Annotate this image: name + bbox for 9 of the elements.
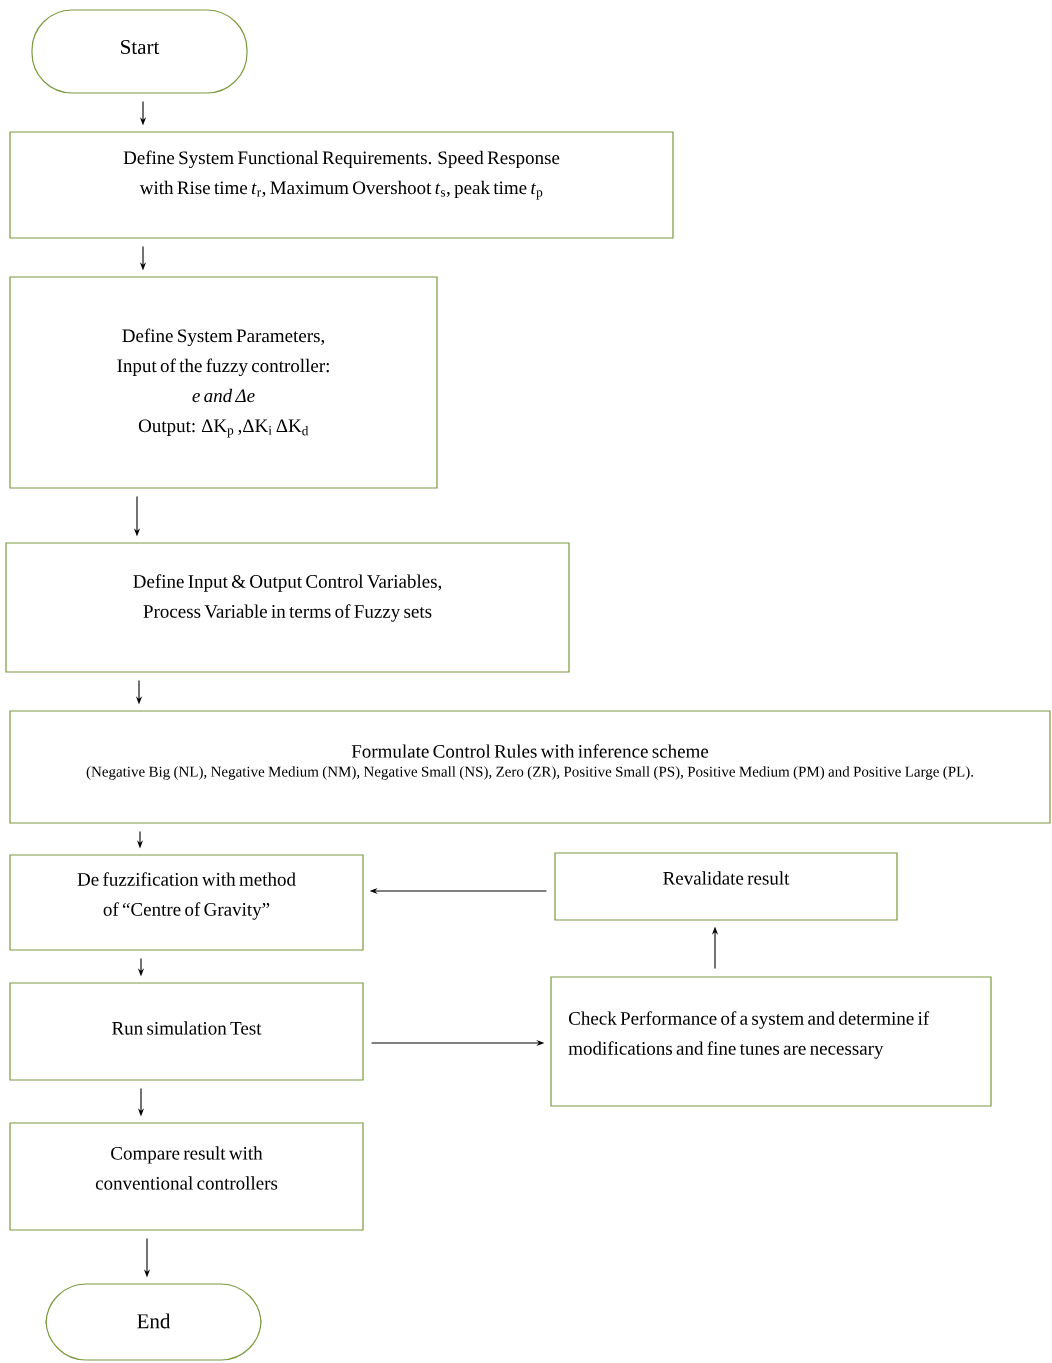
process-box: Define System Functional Requirements. Speed Response with Rise time t$_{r}$, Maximum Overshoot t$_{s}$, peak time t$_{p}$ — [9, 131, 674, 239]
process-box: Compare result with conventional controllers — [9, 1122, 364, 1231]
process-box: Check Performance of a system and determine if modifications and fine tunes are necessary — [550, 976, 992, 1107]
process-box: Define System Parameters, Input of the fuzzy controller: e and Δe Output: ΔK$_{p}$ ,ΔK$_{i}$ ΔK$_{d}$ — [9, 276, 438, 489]
process-box: Define Input & Output Control Variables, Process Variable in terms of Fuzzy sets — [5, 542, 570, 673]
process-box: Formulate Control Rules with inference scheme (Negative Big (NL), Negative Medium (NM), Negative Small (NS), Zero (ZR), Positive Small (PS), Positive Medium (PM) and Positive Large (PL). — [9, 710, 1051, 824]
process-box: De fuzzification with method of “Centre of Gravity” — [9, 854, 364, 951]
process-box: Run simulation Test — [9, 982, 364, 1081]
process-box: Revalidate result — [554, 852, 898, 921]
